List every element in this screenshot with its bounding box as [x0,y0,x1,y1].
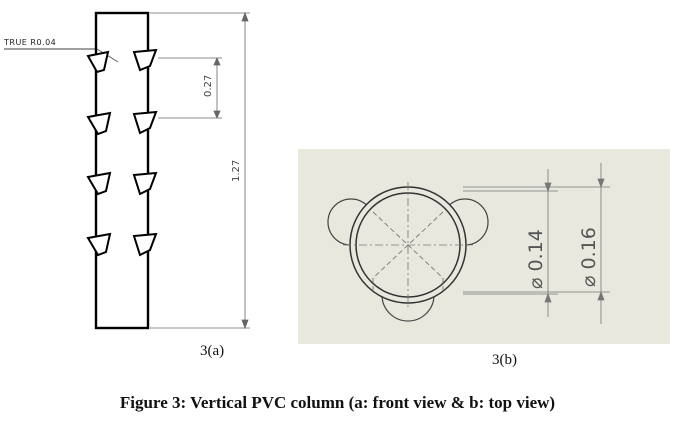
height-dim-label: 1.27 [231,160,242,182]
outer-dia-dimension [463,163,610,324]
figure-caption: Figure 3: Vertical PVC column (a: front … [119,393,556,412]
top-view-sublabel: 3(b) [492,352,517,368]
inner-dia-label: ⌀ 0.14 [525,229,547,289]
cup-right-2 [132,110,158,135]
cup-left-2 [86,111,112,136]
spacing-dim-label: 0.27 [203,75,214,97]
top-view-drawing: ⌀ 0.14 ⌀ 0.16 [298,149,670,344]
left-cups [86,50,112,257]
cup-left-4 [86,232,112,257]
center-lines [343,182,473,309]
note-label: TRUE R0.04 [3,38,56,47]
outer-dia-label: ⌀ 0.16 [578,227,600,287]
cup-right-3 [132,171,158,196]
spacing-dimension [158,56,222,120]
right-cups [132,48,158,257]
front-view-sublabel: 3(a) [200,343,225,359]
cup-right-1 [132,48,158,72]
cup-right-4 [132,232,158,257]
cup-left-1 [86,50,110,74]
height-dimension [150,11,250,330]
cup-left-3 [86,171,112,196]
column-body [94,11,150,330]
